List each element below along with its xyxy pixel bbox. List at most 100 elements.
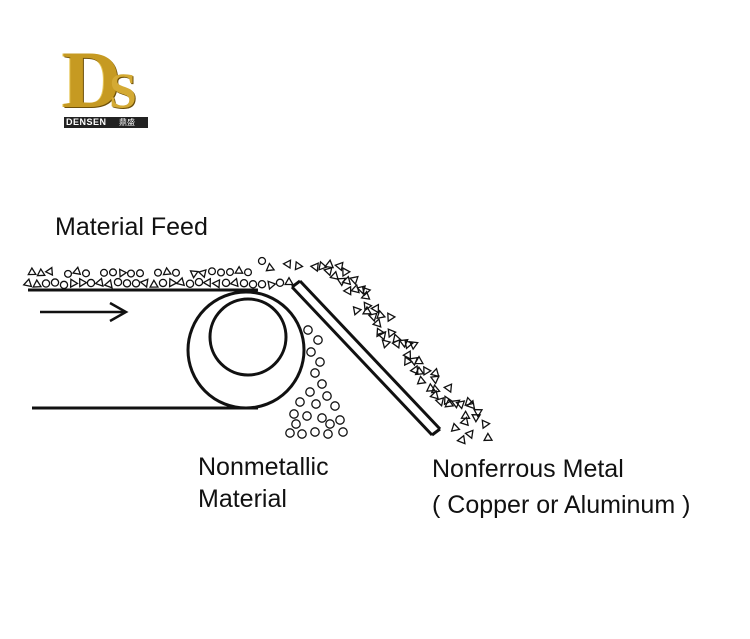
particle-triangle: [118, 268, 128, 278]
particle-circle: [99, 268, 109, 277]
head-pulley-outer: [186, 290, 306, 410]
particle-circle: [289, 409, 299, 419]
particle-triangle: [416, 375, 427, 385]
nonferrous-line1: Nonferrous Metal: [432, 455, 624, 483]
particle-circle: [291, 419, 301, 429]
particle-circle: [81, 269, 91, 278]
particle-circle: [225, 268, 235, 277]
particle-triangle: [370, 303, 380, 314]
particle-triangle: [336, 277, 347, 287]
particle-triangle: [189, 270, 200, 280]
particle-triangle: [348, 275, 359, 286]
particle-triangle: [402, 349, 412, 361]
particle-circle: [126, 269, 136, 278]
particle-triangle: [414, 365, 425, 376]
particle-triangle: [387, 312, 397, 323]
particle-triangle: [211, 278, 221, 289]
particle-triangle: [429, 389, 440, 400]
particle-triangle: [323, 258, 335, 269]
particle-triangle: [202, 277, 211, 288]
nonmetallic-line1: Nonmetallic: [198, 453, 329, 481]
particle-triangle: [342, 285, 352, 296]
particle-circle: [295, 397, 305, 407]
particle-circle: [315, 357, 325, 367]
particle-triangle: [27, 266, 37, 276]
particle-triangle: [387, 328, 397, 339]
particle-triangle: [376, 309, 387, 320]
material-feed-label: Material Feed: [55, 213, 208, 241]
logo-letter-s: S: [109, 62, 137, 118]
particle-circle: [216, 268, 226, 277]
particle-triangle: [376, 327, 386, 338]
particle-triangle: [403, 355, 414, 367]
particle-triangle: [36, 267, 46, 277]
particle-circle: [317, 413, 327, 423]
nonferrous-particles: [309, 258, 494, 445]
particle-triangle: [429, 375, 440, 385]
particle-circle: [131, 279, 141, 288]
particle-triangle: [282, 259, 292, 270]
particle-circle: [59, 280, 69, 290]
particle-triangle: [450, 422, 461, 432]
particle-triangle: [408, 341, 419, 351]
particle-triangle: [229, 277, 239, 288]
particle-triangle: [361, 305, 373, 315]
particle-triangle: [472, 408, 484, 418]
particle-circle: [243, 268, 253, 277]
splitter-plate: [290, 279, 442, 437]
particle-circle: [310, 368, 320, 378]
logo-bar: [64, 117, 148, 128]
particle-circle: [302, 411, 312, 421]
particle-triangle: [442, 383, 453, 394]
particle-triangle: [434, 396, 445, 407]
particle-triangle: [334, 261, 344, 272]
particle-triangle: [356, 285, 367, 295]
particle-triangle: [32, 278, 43, 288]
particle-circle: [86, 278, 96, 288]
particle-circle: [297, 429, 307, 439]
particle-triangle: [318, 260, 328, 271]
particle-triangle: [267, 280, 277, 291]
particle-triangle: [423, 365, 433, 377]
material-feed-particles: [22, 256, 304, 291]
particle-triangle: [444, 398, 455, 408]
nonmetallic-particles: [285, 325, 348, 439]
particle-circle: [313, 335, 323, 345]
particle-circle: [303, 325, 313, 335]
particle-triangle: [481, 419, 491, 430]
particle-circle: [122, 279, 132, 288]
nonferrous-line2: ( Copper or Aluminum ): [432, 491, 691, 519]
particle-triangle: [465, 399, 476, 410]
particle-triangle: [456, 434, 466, 445]
particle-triangle: [391, 338, 401, 349]
particle-triangle: [459, 416, 469, 427]
particle-circle: [306, 347, 316, 357]
magnetic-rotor: [208, 297, 288, 377]
particle-triangle: [322, 266, 333, 277]
particle-triangle: [460, 409, 471, 419]
particle-triangle: [329, 270, 340, 281]
particle-triangle: [429, 367, 440, 378]
particle-circle: [323, 429, 333, 439]
particle-circle: [207, 267, 217, 276]
particle-circle: [322, 391, 332, 401]
particle-circle: [335, 415, 345, 425]
particle-triangle: [79, 277, 88, 288]
particle-circle: [135, 269, 145, 278]
particle-triangle: [139, 278, 149, 289]
particle-triangle: [234, 265, 244, 274]
particle-triangle: [175, 276, 186, 287]
particle-circle: [171, 268, 181, 277]
particle-circle: [50, 278, 60, 287]
particle-circle: [248, 280, 258, 289]
densen-logo: D S DENSEN 鼎盛: [62, 39, 152, 128]
particle-triangle: [283, 276, 295, 286]
particle-triangle: [71, 266, 82, 276]
particle-triangle: [94, 277, 104, 288]
particle-triangle: [103, 278, 113, 289]
particle-triangle: [470, 414, 482, 423]
particle-triangle: [482, 432, 494, 442]
particle-triangle: [342, 266, 352, 278]
particle-triangle: [455, 400, 466, 410]
